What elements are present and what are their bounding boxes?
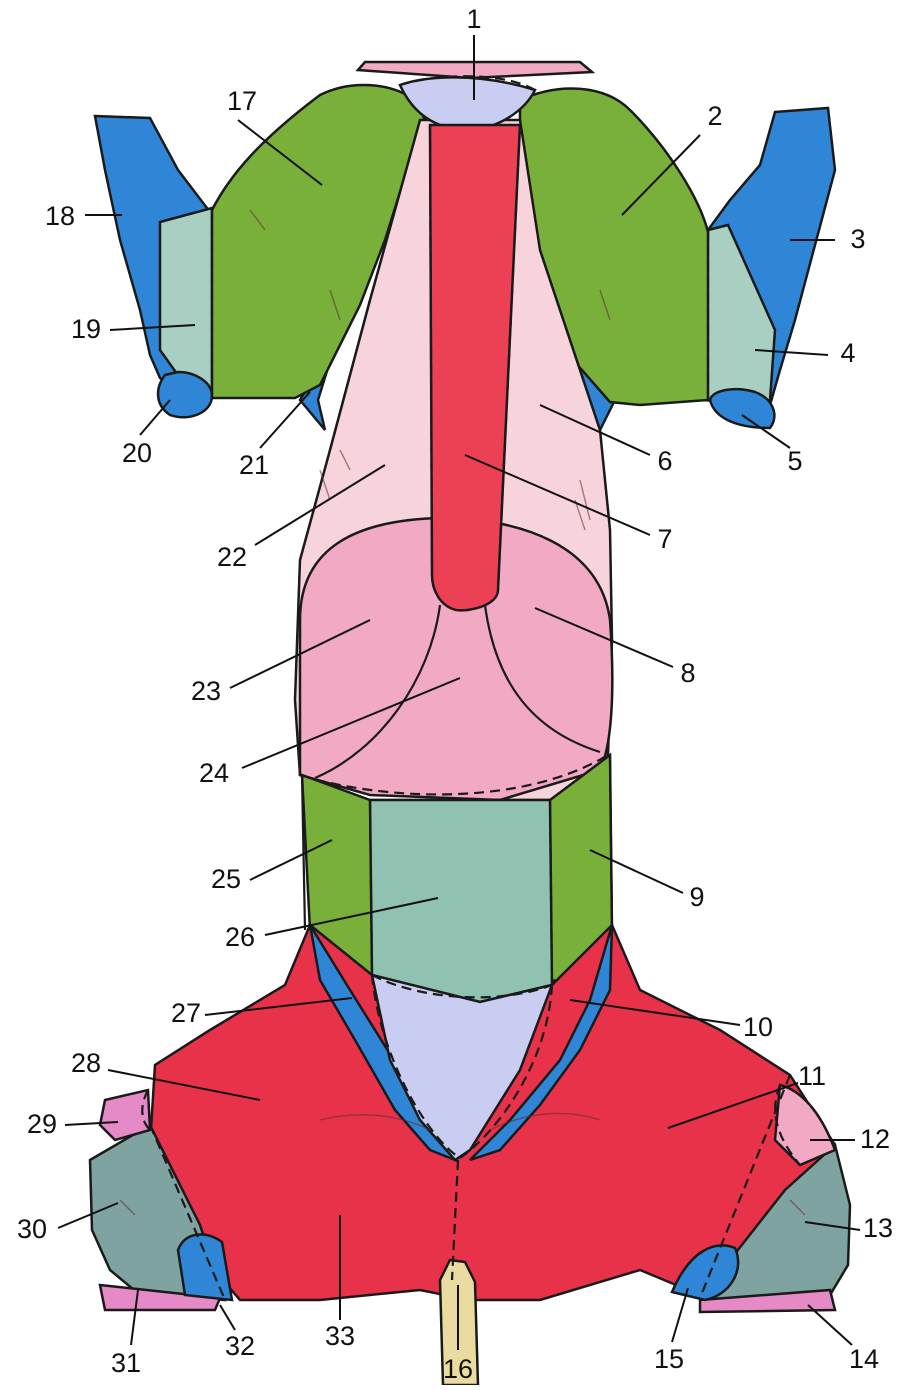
region-label-25: 25 xyxy=(211,864,241,894)
region-label-17: 17 xyxy=(227,86,257,116)
leader-line-15 xyxy=(672,1288,688,1342)
region-label-14: 14 xyxy=(849,1344,879,1374)
region-label-30: 30 xyxy=(17,1214,47,1244)
region-label-31: 31 xyxy=(111,1348,141,1378)
region-label-8: 8 xyxy=(680,658,695,688)
region-label-11: 11 xyxy=(798,1061,826,1091)
region-label-21: 21 xyxy=(239,450,269,480)
region-label-9: 9 xyxy=(689,882,704,912)
region-label-6: 6 xyxy=(657,446,672,476)
region-label-15: 15 xyxy=(654,1344,684,1374)
region-label-16: 16 xyxy=(443,1354,473,1384)
region-label-10: 10 xyxy=(743,1012,773,1042)
region-label-19: 19 xyxy=(71,314,101,344)
region-label-33: 33 xyxy=(325,1321,355,1351)
leader-line-20 xyxy=(140,400,170,435)
region-label-2: 2 xyxy=(707,101,722,131)
region-waist-center xyxy=(370,800,552,1002)
region-label-12: 12 xyxy=(860,1124,890,1154)
region-label-7: 7 xyxy=(657,524,672,554)
region-label-22: 22 xyxy=(217,542,247,572)
region-label-29: 29 xyxy=(27,1109,57,1139)
region-label-3: 3 xyxy=(850,224,865,254)
region-label-32: 32 xyxy=(225,1331,255,1361)
region-left-light-green-patch xyxy=(160,208,212,390)
region-label-23: 23 xyxy=(191,676,221,706)
region-label-18: 18 xyxy=(45,201,75,231)
region-label-1: 1 xyxy=(466,4,481,34)
region-label-26: 26 xyxy=(225,922,255,952)
leader-line-32 xyxy=(220,1305,235,1330)
region-label-20: 20 xyxy=(122,438,152,468)
region-label-28: 28 xyxy=(71,1048,101,1078)
region-label-5: 5 xyxy=(787,446,802,476)
leader-line-21 xyxy=(260,392,310,448)
region-label-13: 13 xyxy=(863,1213,893,1243)
region-label-24: 24 xyxy=(199,758,229,788)
region-label-27: 27 xyxy=(171,998,201,1028)
region-label-4: 4 xyxy=(840,338,855,368)
